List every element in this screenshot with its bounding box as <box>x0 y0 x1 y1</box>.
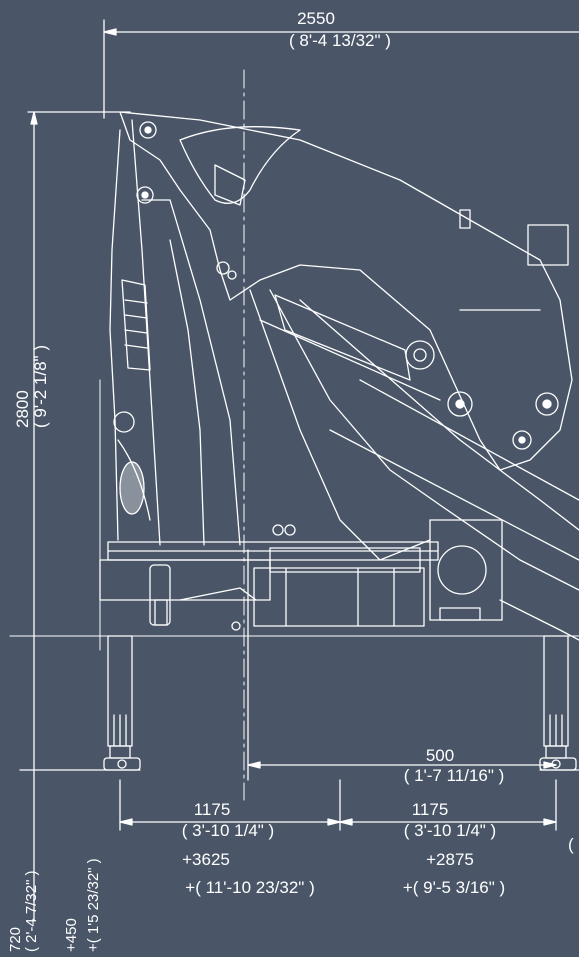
left-ext-in: +( 11'-10 23/32" ) <box>185 878 314 897</box>
right-ext-in: +( 9'-5 3/16" ) <box>403 878 505 897</box>
height-mm: 2800 <box>13 390 32 428</box>
outrigger-in: ( 1'-7 11/16" ) <box>404 766 505 785</box>
stabilizer-legs <box>103 635 577 771</box>
bottom-in: ( 2'-4 7/32" ) <box>23 870 40 952</box>
stroke-mm: +450 <box>63 918 80 952</box>
outrigger-mm: 500 <box>426 746 454 765</box>
bottom-mm: 720 <box>7 927 24 952</box>
height-in: ( 9'-2 1/8" ) <box>31 345 50 428</box>
right-ext-mm: +2875 <box>426 850 474 869</box>
dimension-labels: 2550 ( 8'-4 13/32" ) 2800 ( 9'-2 1/8" ) … <box>7 9 574 952</box>
crane-base <box>99 541 439 631</box>
stroke-in: +( 1'5 23/32" ) <box>85 858 102 952</box>
top-width-in: ( 8'-4 13/32" ) <box>289 31 391 50</box>
top-width-mm: 2550 <box>297 9 335 28</box>
dimension-lines <box>9 19 579 921</box>
inner-boom <box>119 111 573 471</box>
left-ext-mm: +3625 <box>182 850 230 869</box>
crane-column <box>109 119 241 546</box>
left-leg-in: ( 3'-10 1/4" ) <box>182 821 274 840</box>
left-leg-mm: 1175 <box>194 800 231 819</box>
right-leg-in: ( 3'-10 1/4" ) <box>404 821 496 840</box>
right-leg-mm: 1175 <box>412 800 449 819</box>
outer-boom <box>216 261 579 641</box>
edge-paren: ( <box>568 835 574 854</box>
